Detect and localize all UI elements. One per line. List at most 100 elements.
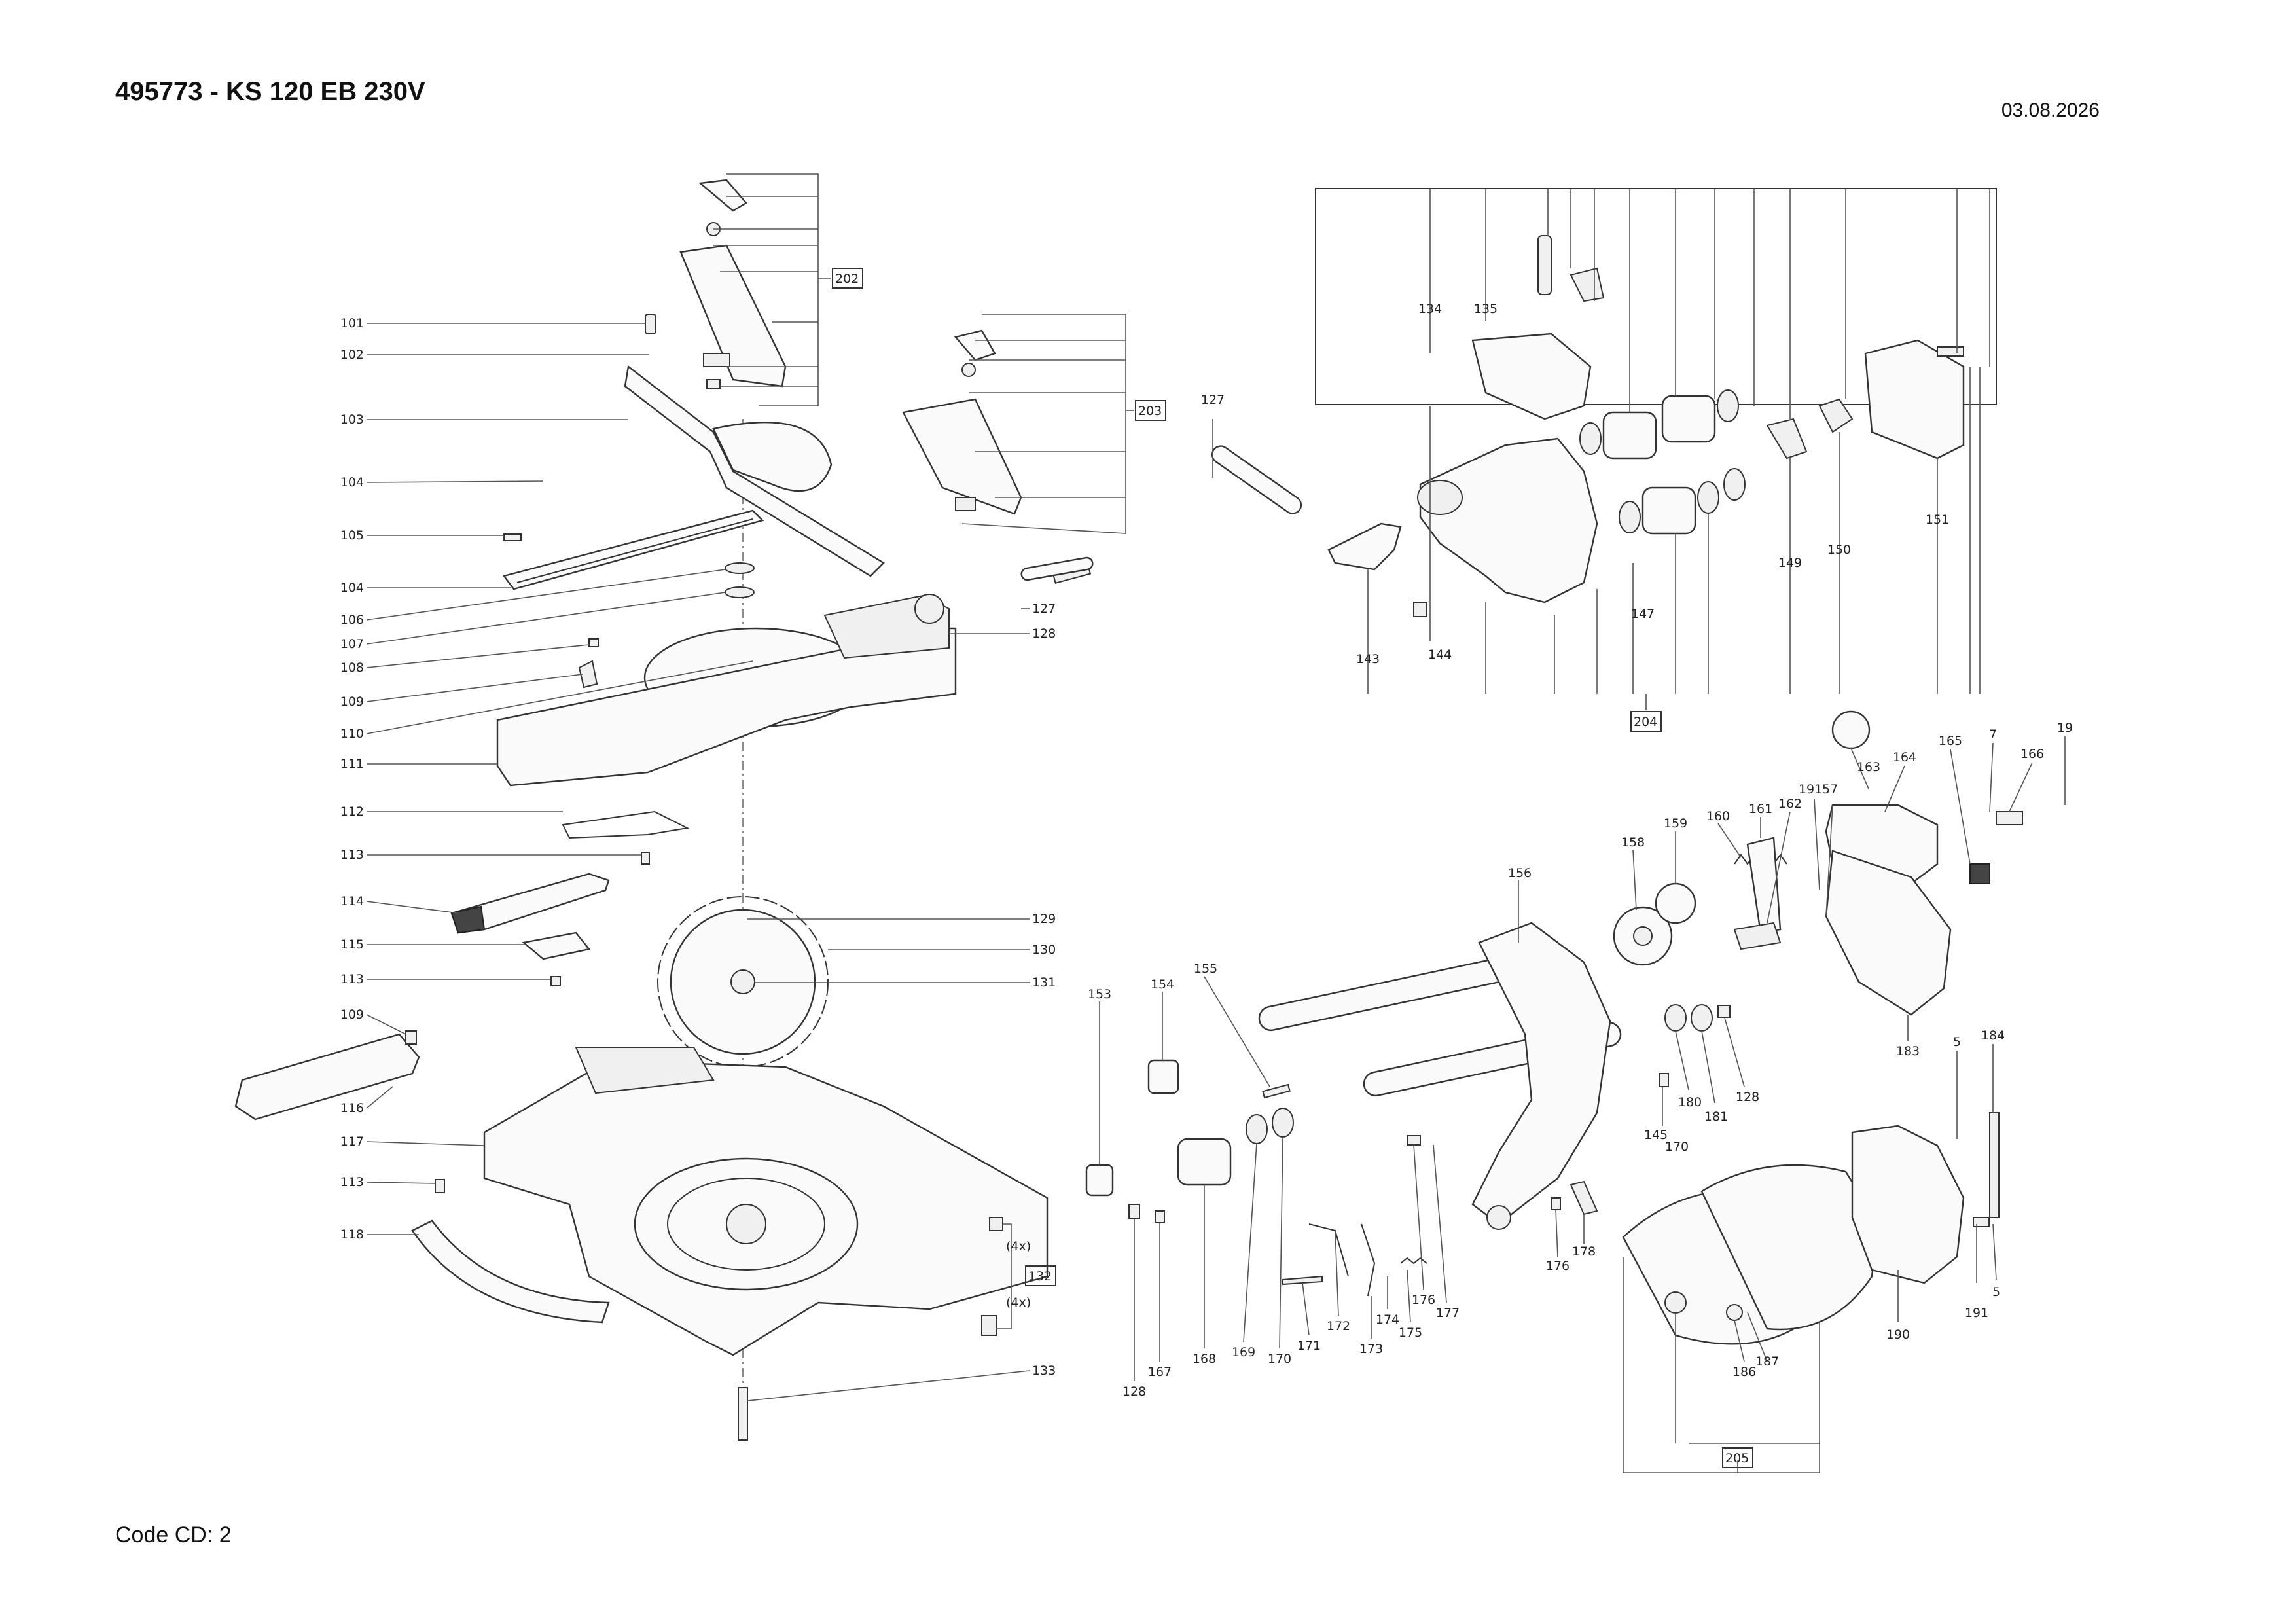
callout-label: 178 bbox=[1572, 1244, 1596, 1259]
callout-label: 107 bbox=[340, 637, 364, 651]
callout-label: 174 bbox=[1376, 1312, 1399, 1327]
page-title: 495773 - KS 120 EB 230V bbox=[115, 77, 425, 106]
callout-label: 175 bbox=[1399, 1326, 1422, 1340]
center-callouts: 127 128 127 129 130 131 133 bbox=[1032, 393, 1225, 1378]
callout-label: 128 bbox=[1032, 626, 1056, 641]
callout-label: 5 bbox=[1992, 1285, 2000, 1299]
parts-drawing bbox=[234, 179, 2023, 1441]
callout-label: 131 bbox=[1032, 975, 1056, 990]
inset-callouts: 134 135 143 144 147 149 150 151 bbox=[1356, 302, 1949, 666]
callout-label: 110 bbox=[340, 727, 364, 741]
print-date: 03.08.2026 bbox=[2001, 99, 2100, 121]
code-cd: Code CD: 2 bbox=[115, 1523, 232, 1547]
callout-label: 160 bbox=[1706, 809, 1730, 823]
callout-label: 104 bbox=[340, 581, 364, 595]
right-callouts: 153 154 155 156 158 159 160 161 162 157 … bbox=[1088, 721, 2073, 1399]
callout-label: 173 bbox=[1359, 1342, 1383, 1356]
leader-lines bbox=[366, 173, 2066, 1473]
callout-label: 117 bbox=[340, 1134, 364, 1149]
callout-label: 163 bbox=[1857, 760, 1880, 774]
callout-label: 115 bbox=[340, 937, 364, 952]
callout-label: 5 bbox=[1953, 1035, 1961, 1049]
callout-label: 191 bbox=[1965, 1306, 1988, 1320]
callout-label: 116 bbox=[340, 1101, 364, 1115]
callout-label: 177 bbox=[1436, 1306, 1460, 1320]
callout-label: 183 bbox=[1896, 1044, 1920, 1058]
callout-label: 144 bbox=[1428, 647, 1452, 662]
callout-label: 190 bbox=[1886, 1327, 1910, 1342]
group-boxes: 202 203 204 205 132 (4x) (4x) bbox=[832, 268, 1753, 1468]
callout-label: 113 bbox=[340, 972, 364, 986]
callout-label: 187 bbox=[1755, 1354, 1779, 1369]
callout-label: 157 bbox=[1814, 782, 1838, 797]
callout-label: 104 bbox=[340, 475, 364, 490]
group-label-202: 202 bbox=[835, 272, 859, 286]
callout-label: 172 bbox=[1327, 1319, 1350, 1333]
callout-label: 170 bbox=[1665, 1140, 1689, 1154]
callout-label: 162 bbox=[1778, 797, 1802, 811]
callout-label: 128 bbox=[1122, 1384, 1146, 1399]
callout-label: 105 bbox=[340, 528, 364, 543]
callout-label: 145 bbox=[1644, 1128, 1668, 1142]
callout-label: 109 bbox=[340, 1007, 364, 1022]
callout-label: 161 bbox=[1749, 802, 1772, 816]
callout-label: 151 bbox=[1926, 513, 1949, 527]
callout-label: 102 bbox=[340, 348, 364, 362]
callout-label: 171 bbox=[1297, 1339, 1321, 1353]
callout-label: 164 bbox=[1893, 750, 1916, 765]
callout-label: 128 bbox=[1736, 1090, 1759, 1104]
callout-label: 133 bbox=[1032, 1363, 1056, 1378]
callout-label: 19 bbox=[2057, 721, 2073, 735]
callout-label: 111 bbox=[340, 757, 364, 771]
callout-label: 158 bbox=[1621, 835, 1645, 850]
callout-label: 181 bbox=[1704, 1110, 1728, 1124]
callout-label: 109 bbox=[340, 695, 364, 709]
callout-label: 165 bbox=[1939, 734, 1962, 748]
group-label-204: 204 bbox=[1634, 715, 1657, 729]
group-label-132: 132 bbox=[1028, 1269, 1052, 1284]
callout-label: 114 bbox=[340, 894, 364, 909]
callout-label: 153 bbox=[1088, 987, 1111, 1001]
callout-label: 108 bbox=[340, 660, 364, 675]
callout-label: 168 bbox=[1193, 1352, 1216, 1366]
callout-label: 128 bbox=[1736, 1090, 1759, 1104]
group-label-205: 205 bbox=[1725, 1451, 1749, 1466]
callout-label: 101 bbox=[340, 316, 364, 331]
qty-note: (4x) bbox=[1006, 1239, 1031, 1254]
callout-label: 176 bbox=[1412, 1293, 1435, 1307]
callout-label: 150 bbox=[1827, 543, 1851, 557]
callout-label: 112 bbox=[340, 804, 364, 819]
callout-label: 103 bbox=[340, 412, 364, 427]
callout-label: 169 bbox=[1232, 1345, 1255, 1360]
callout-label: 180 bbox=[1678, 1095, 1702, 1110]
callout-label: 155 bbox=[1194, 962, 1217, 976]
callout-label: 7 bbox=[1989, 727, 1997, 742]
callout-label: 176 bbox=[1546, 1259, 1570, 1273]
left-callouts: 101 102 103 104 105 104 106 107 108 109 … bbox=[340, 316, 364, 1242]
group-label-203: 203 bbox=[1138, 404, 1162, 418]
qty-note: (4x) bbox=[1006, 1295, 1031, 1310]
callout-label: 154 bbox=[1151, 977, 1174, 992]
callout-label: 186 bbox=[1732, 1365, 1756, 1379]
callout-label: 159 bbox=[1664, 816, 1687, 831]
callout-label: 19 bbox=[1799, 782, 1814, 797]
callout-label: 127 bbox=[1032, 602, 1056, 616]
callout-label: 113 bbox=[340, 1175, 364, 1189]
callout-label: 166 bbox=[2020, 747, 2044, 761]
callout-label: 170 bbox=[1268, 1352, 1291, 1366]
callout-label: 118 bbox=[340, 1227, 364, 1242]
callout-label: 143 bbox=[1356, 652, 1380, 666]
callout-label: 130 bbox=[1032, 943, 1056, 957]
callout-label: 156 bbox=[1508, 866, 1532, 880]
callout-label: 167 bbox=[1148, 1365, 1172, 1379]
callout-label: 149 bbox=[1778, 556, 1802, 570]
callout-label: 127 bbox=[1201, 393, 1225, 407]
callout-label: 106 bbox=[340, 613, 364, 627]
callout-label: 147 bbox=[1631, 607, 1655, 621]
callout-label: 135 bbox=[1474, 302, 1498, 316]
callout-label: 129 bbox=[1032, 912, 1056, 926]
callout-label: 113 bbox=[340, 848, 364, 862]
callout-label: 184 bbox=[1981, 1028, 2005, 1043]
callout-label: 134 bbox=[1418, 302, 1442, 316]
